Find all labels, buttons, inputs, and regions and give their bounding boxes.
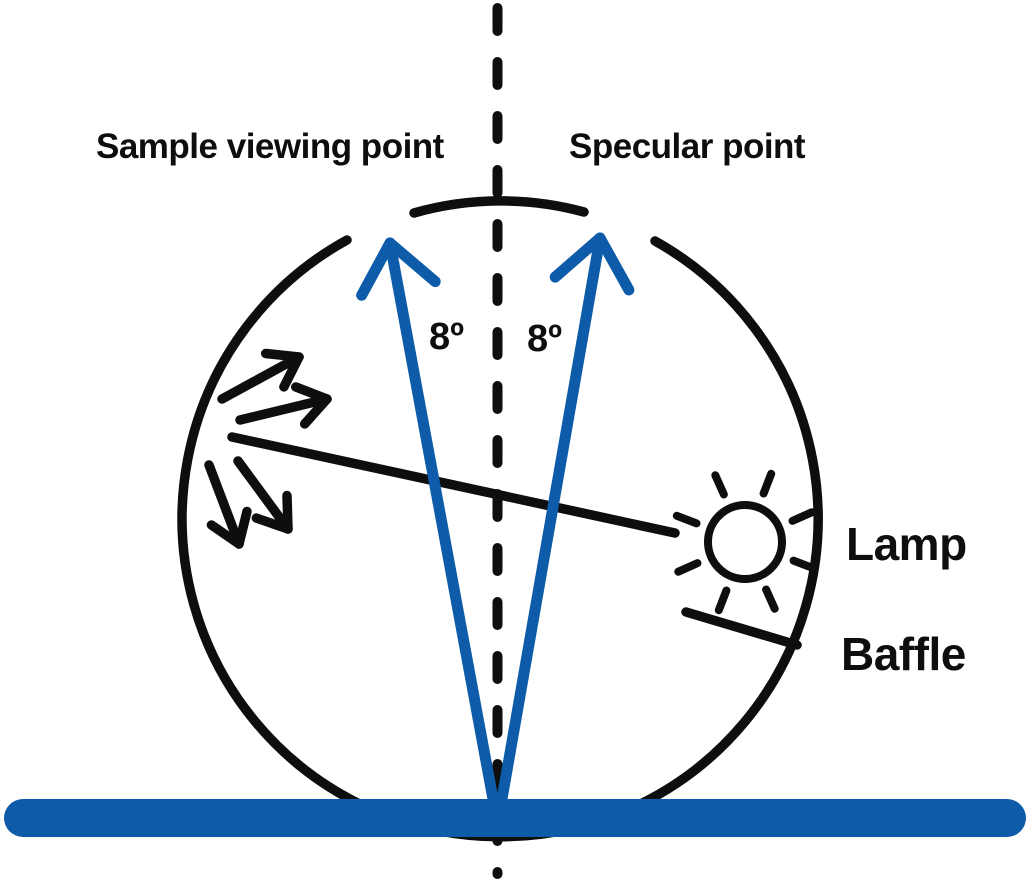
diffuse-arrow-down-right-2 [233,456,293,534]
diffuse-reflection-arrows [204,348,332,549]
viewing-beam-arrow [356,237,499,805]
sun-rays [672,469,818,615]
sample-bar [4,799,1026,837]
lamp-sun-icon [672,469,818,615]
diffuse-arrow-up-right-2 [235,382,332,429]
baffle-line [681,607,802,650]
lamp-label: Lamp [846,518,967,570]
angle-label-left: 8º [429,316,465,358]
diffuse-arrow-down-1 [204,460,252,549]
angle-label-right: 8º [527,318,563,360]
sphere-top-arc [409,196,589,218]
sun-circle [704,501,786,583]
incident-ray-line [227,432,680,538]
baffle-label: Baffle [841,628,966,680]
sample-viewing-point-label: Sample viewing point [96,127,444,166]
specular-beam-arrow [496,232,635,805]
specular-point-label: Specular point [569,127,806,166]
diffuse-arrow-up-right-1 [217,348,304,404]
